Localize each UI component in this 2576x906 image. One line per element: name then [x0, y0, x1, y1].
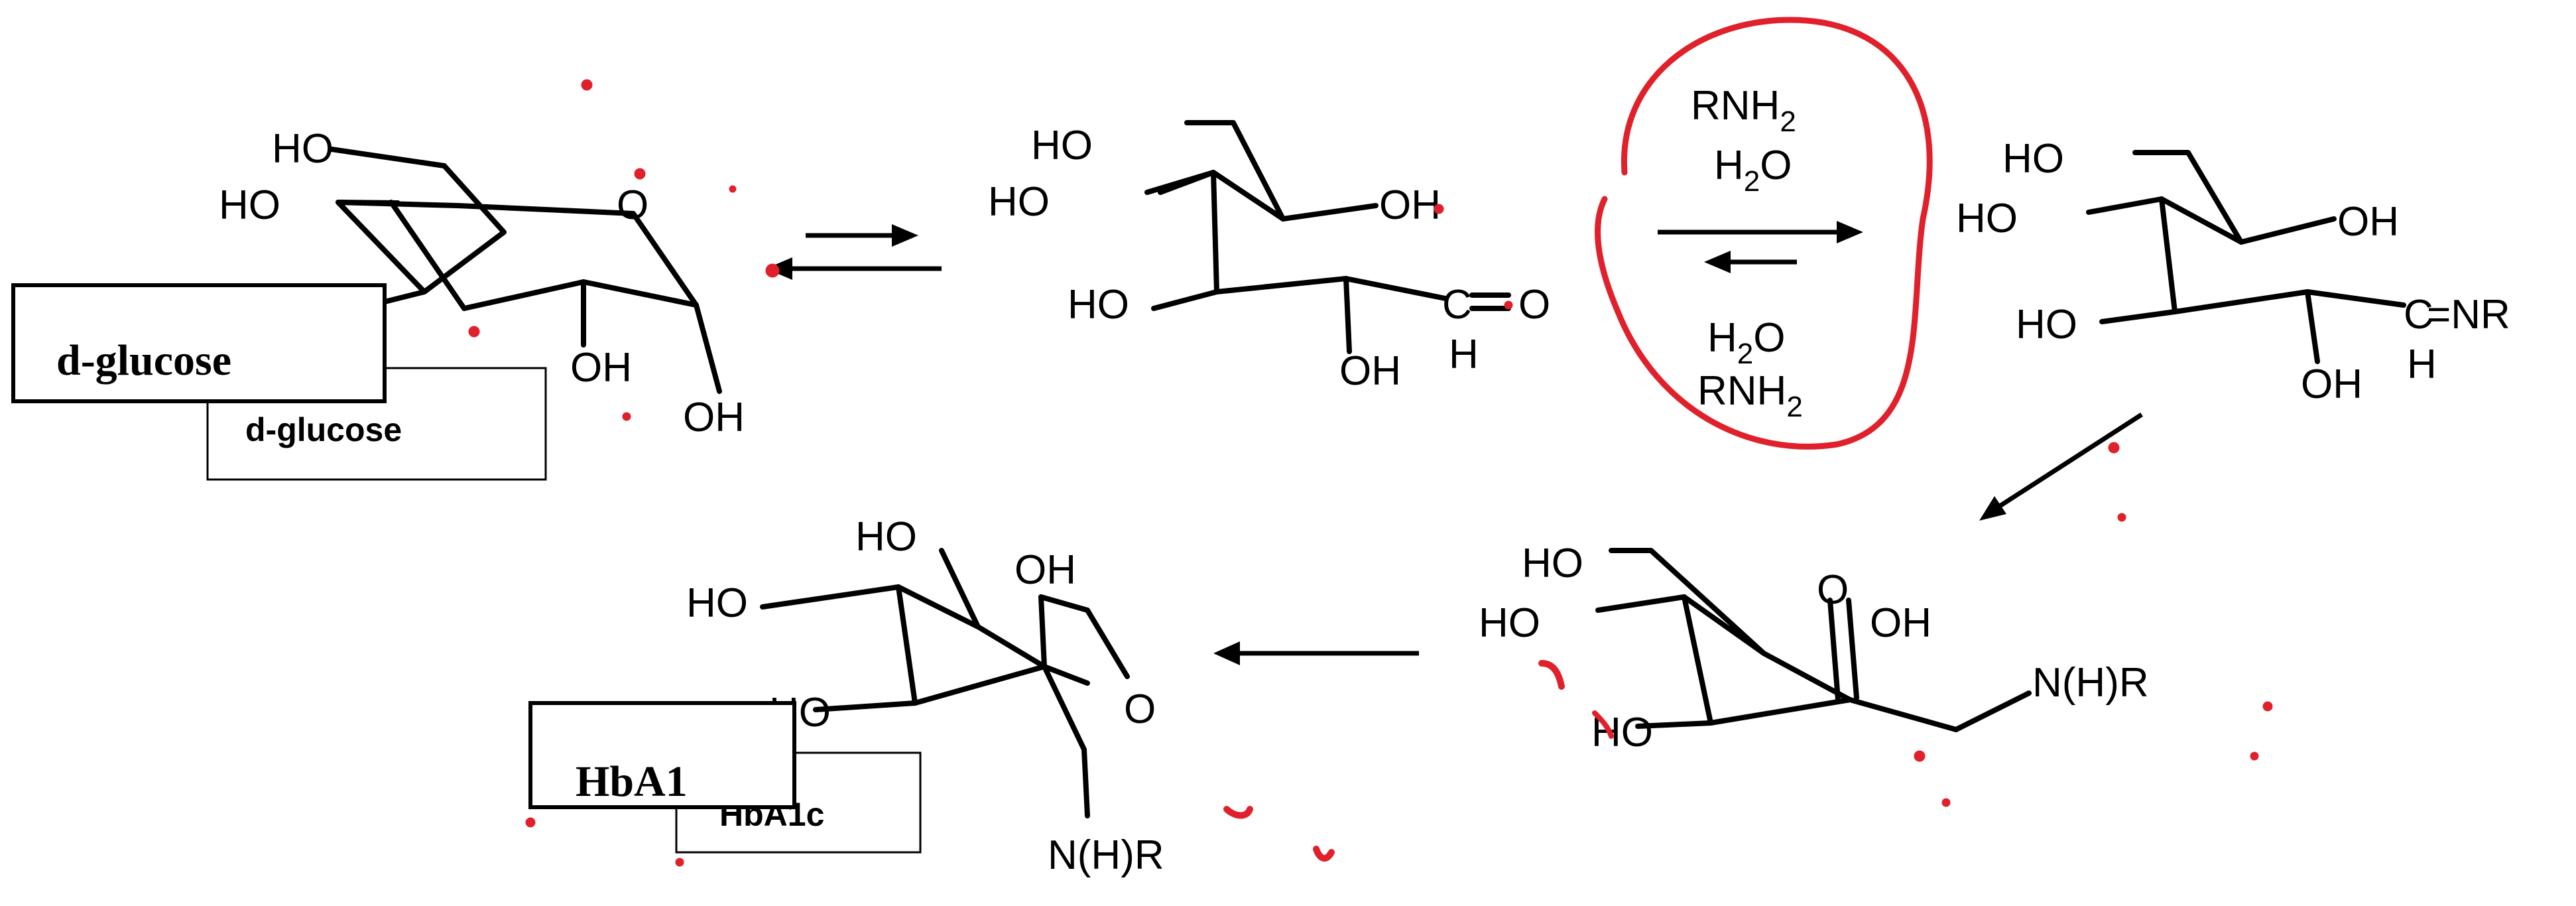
amine-label: N(H)R — [2032, 660, 2149, 706]
hba1-caption-front: HbA1 — [528, 701, 796, 809]
hydrogen-label: H — [2407, 342, 2437, 387]
oh-label: OH — [2337, 199, 2399, 245]
ho-label: HO — [272, 126, 334, 172]
ho-label: HO — [1479, 600, 1540, 646]
hydrogen-label: H — [1449, 332, 1479, 377]
oh-label: OH — [2301, 361, 2362, 407]
annotation-circle — [1595, 17, 1933, 450]
cyclic-fructosamine-structure: HO OH HO HO O N(H)R — [686, 514, 1164, 878]
carbon-label: C — [1442, 282, 1472, 328]
ho-label: HO — [988, 179, 1050, 225]
reagent-h2o: H — [1707, 315, 1737, 361]
ketone-oxygen-label: O — [1817, 567, 1849, 613]
ring-oxygen-label: O — [617, 182, 648, 228]
ho-label: HO — [855, 514, 917, 560]
ho-label: HO — [1956, 196, 2018, 241]
hba1-caption-front-text: HbA1 — [576, 757, 688, 806]
ho-label: HO — [2016, 302, 2077, 348]
reagent-block: RNH2 H2O H2O RNH2 — [1658, 83, 1863, 423]
ho-label: HO — [1031, 123, 1093, 168]
amadori-product-structure: HO HO O OH HO N(H)R — [1479, 541, 2149, 755]
oh-label: OH — [683, 395, 745, 440]
glucopyranose-structure: HO HO O OH OH — [219, 126, 745, 440]
oh-label: OH — [1014, 547, 1076, 593]
imine-nr-label: =NR — [2427, 292, 2510, 338]
reagent-rnh: RNH — [1691, 83, 1780, 129]
equilibrium-arrows-1 — [766, 224, 942, 280]
oh-label: OH — [1379, 182, 1441, 228]
reagent-h2o: H — [1714, 143, 1744, 188]
ho-label: HO — [1068, 282, 1129, 328]
ho-label: HO — [2002, 136, 2064, 182]
glucose-caption-front-text: d-glucose — [56, 336, 231, 385]
ho-label: HO — [1522, 541, 1583, 586]
ring-oxygen-label: O — [1124, 686, 1156, 732]
ho-label: HO — [219, 182, 280, 228]
carbon-label: C — [2404, 292, 2433, 338]
oh-label: OH — [1870, 600, 1932, 646]
cyclization-arrow — [1213, 641, 1419, 665]
oh-label: OH — [570, 345, 632, 391]
open-chain-glucose-structure: HO HO OH HO C O H OH — [988, 120, 1550, 394]
reagent-rnh: RNH — [1697, 368, 1786, 414]
schiff-base-structure: HO HO OH HO C =NR H OH — [1956, 136, 2510, 407]
svg-text:H2O: H2O — [1714, 143, 1792, 198]
amine-label: N(H)R — [1048, 832, 1164, 878]
ho-label: HO — [686, 580, 748, 626]
svg-text:RNH2: RNH2 — [1691, 83, 1796, 138]
carbonyl-oxygen-label: O — [1518, 282, 1550, 328]
annotation-marks — [468, 79, 2273, 867]
rearrangement-arrow — [1979, 413, 2143, 521]
oh-label: OH — [1339, 348, 1401, 394]
glucose-caption-front: d-glucose — [11, 283, 387, 403]
svg-text:H2O: H2O — [1707, 315, 1786, 370]
glucose-caption-back-text: d-glucose — [245, 411, 402, 448]
svg-text:RNH2: RNH2 — [1697, 368, 1803, 423]
